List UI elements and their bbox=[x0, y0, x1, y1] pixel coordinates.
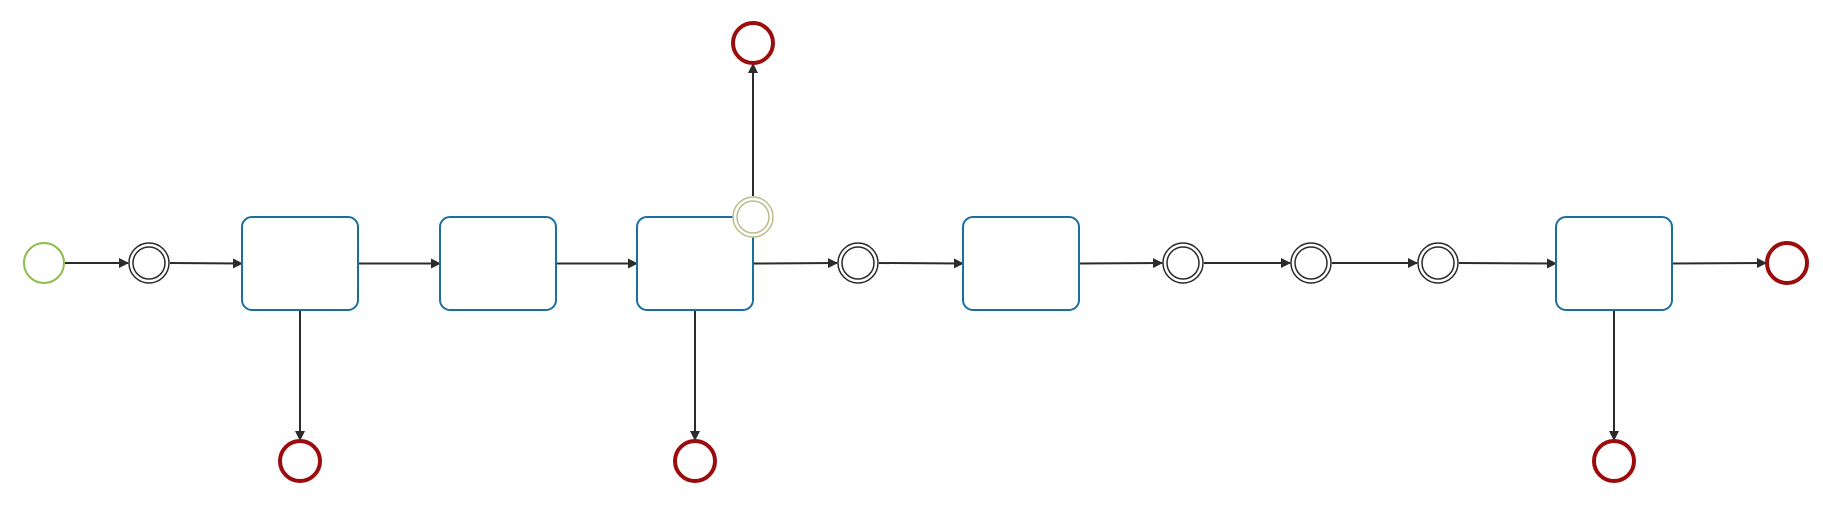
intermediate-event-ie3[interactable] bbox=[1162, 242, 1204, 284]
intermediate-event-ie5[interactable] bbox=[1417, 242, 1459, 284]
sequence-flow-task4-to-ie3[interactable] bbox=[1078, 258, 1163, 269]
sequence-flows bbox=[65, 63, 1767, 441]
sequence-flow-ie5-to-task5[interactable] bbox=[1458, 258, 1557, 269]
end-event-end2[interactable] bbox=[731, 21, 775, 65]
task-task5[interactable] bbox=[1555, 216, 1673, 311]
start-event-start[interactable] bbox=[23, 242, 65, 284]
intermediate-event-ie2[interactable] bbox=[837, 242, 879, 284]
end-event-end1[interactable] bbox=[278, 439, 322, 483]
flow-nodes bbox=[23, 21, 1809, 483]
intermediate-event-ie4[interactable] bbox=[1290, 242, 1332, 284]
sequence-flow-task3-to-ie2[interactable] bbox=[752, 258, 838, 269]
intermediate-event-ie1[interactable] bbox=[128, 242, 170, 284]
boundary-event-boundary1[interactable] bbox=[732, 196, 774, 238]
end-event-end5[interactable] bbox=[1592, 439, 1636, 483]
task-task3[interactable] bbox=[636, 216, 754, 311]
task-task4[interactable] bbox=[962, 216, 1080, 311]
sequence-flow-ie1-to-task1[interactable] bbox=[169, 258, 243, 269]
end-event-end3[interactable] bbox=[673, 439, 717, 483]
task-task1[interactable] bbox=[241, 216, 359, 311]
sequence-flow-ie2-to-task4[interactable] bbox=[878, 258, 964, 269]
end-event-end4[interactable] bbox=[1765, 241, 1809, 285]
sequence-flow-task5-to-end4[interactable] bbox=[1671, 258, 1767, 269]
task-task2[interactable] bbox=[439, 216, 557, 311]
